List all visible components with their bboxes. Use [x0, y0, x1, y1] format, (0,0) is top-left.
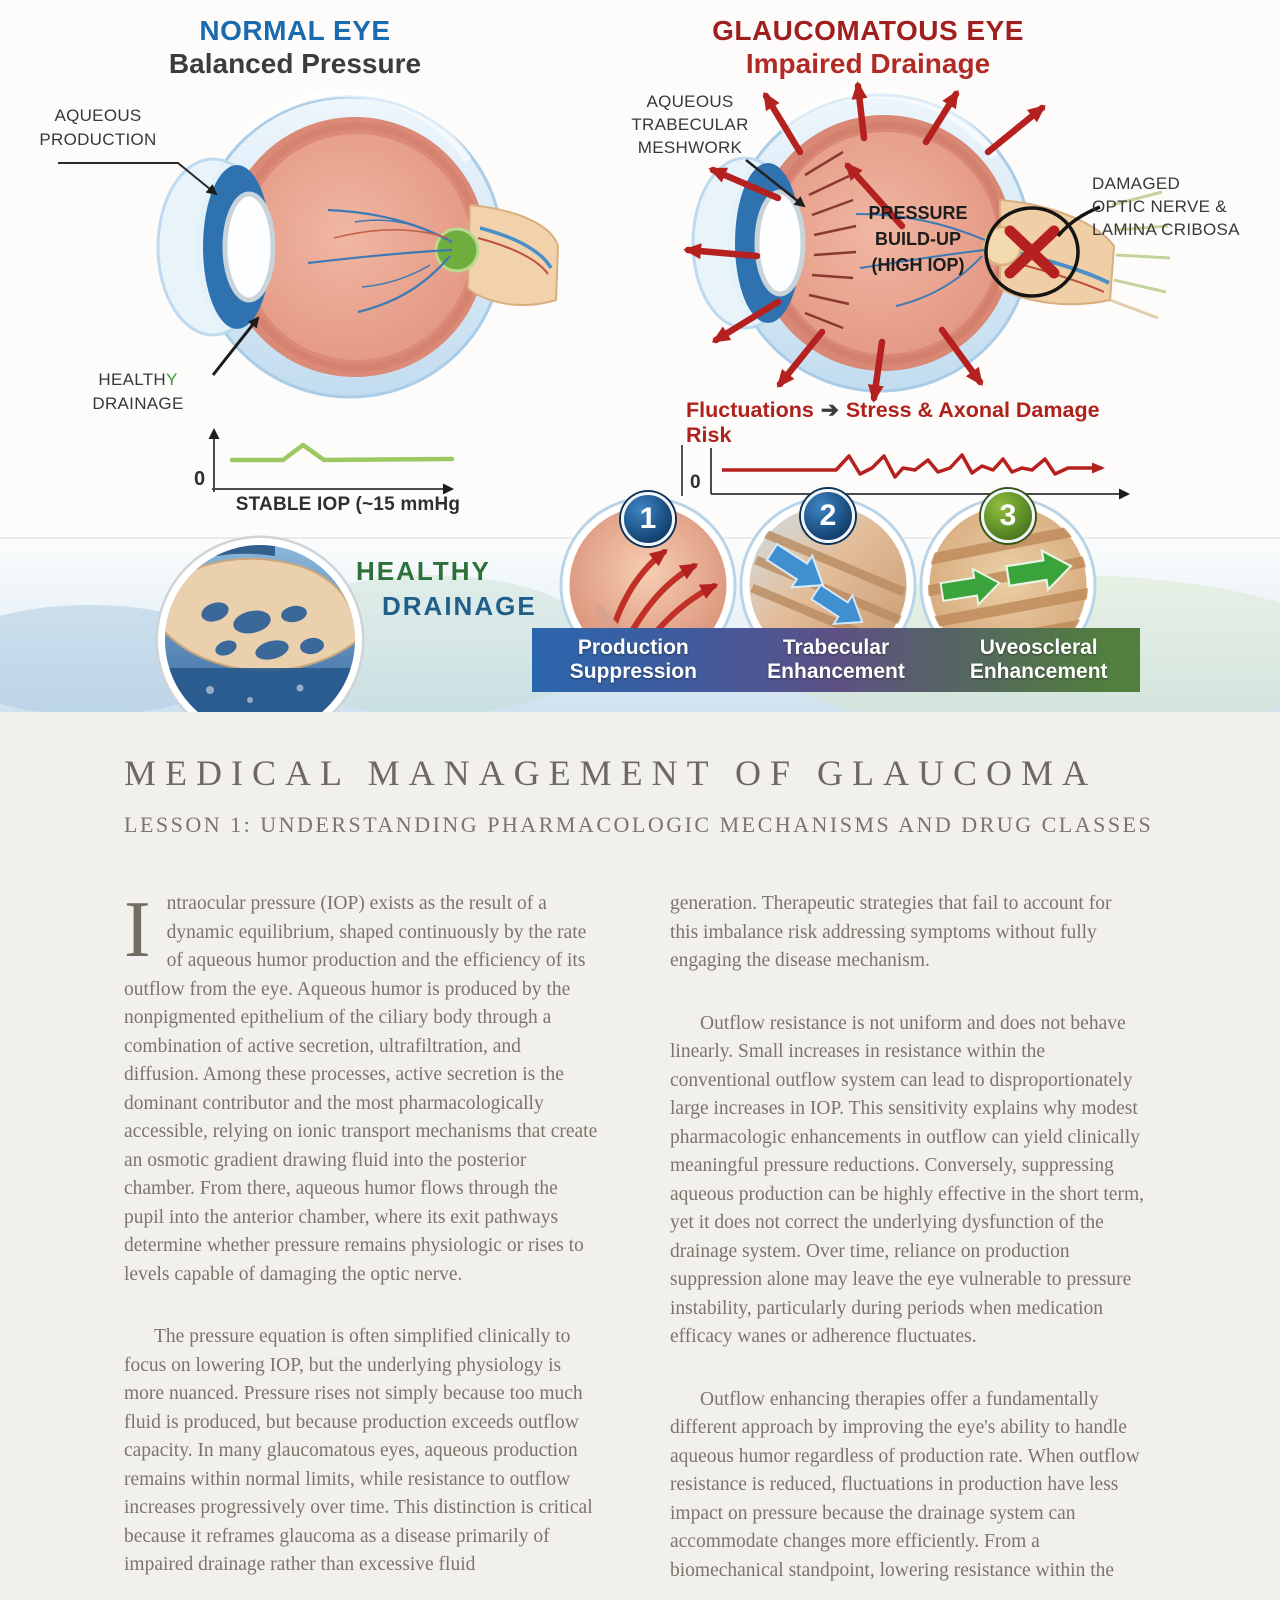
paragraph-3: generation. Therapeutic strategies that … — [670, 893, 1112, 971]
nerve-fringe — [1109, 190, 1171, 320]
normal-eye-illustration — [58, 89, 560, 399]
label-healthy-drainage: HEALTHY DRAINAGE — [78, 368, 198, 416]
fluctuations-word: Fluctuations — [686, 398, 814, 422]
mechanism-2-caption: Trabecular Enhancement — [767, 636, 905, 683]
meshwork-line1: AQUEOUS — [646, 92, 734, 111]
healthy-drainage-caption: HEALTHY DRAINAGE — [356, 556, 536, 622]
aqueous-line2: PRODUCTION — [39, 130, 157, 149]
normal-eye-title: NORMAL EYE Balanced Pressure — [150, 14, 440, 80]
mechanism-3-badge: 3 — [981, 489, 1035, 543]
mechanism-caption-band: Production Suppression Trabecular Enhanc… — [532, 628, 1140, 692]
damaged-line3: LAMINA CRIBOSA — [1092, 220, 1240, 239]
lens — [222, 191, 276, 303]
damaged-line2: OPTIC NERVE & — [1092, 197, 1227, 216]
meshwork-inset — [155, 535, 365, 712]
stable-chart-zero: 0 — [194, 468, 206, 490]
fluct-chart-zero: 0 — [690, 472, 701, 493]
glaucomatous-eye-title-line1: GLAUCOMATOUS EYE — [712, 15, 1024, 46]
glaucomatous-eye-title-line2: Impaired Drainage — [745, 48, 991, 79]
normal-eye-title-line1: NORMAL EYE — [199, 15, 391, 46]
fluctuations-arrow-icon: ➔ — [820, 398, 839, 422]
stable-iop-chart — [208, 428, 455, 495]
aqueous-line1: AQUEOUS — [54, 106, 142, 125]
label-aqueous-production: AQUEOUS PRODUCTION — [30, 104, 166, 152]
healthy-caption-line2: DRAINAGE — [382, 591, 537, 621]
healthy-line2: DRAINAGE — [92, 394, 184, 413]
paragraph-2: The pressure equation is often simplifie… — [124, 1326, 593, 1575]
dropcap: I — [124, 886, 151, 974]
mechanism-2-badge: 2 — [801, 489, 855, 543]
paragraph-4: Outflow resistance is not uniform and do… — [670, 1012, 1144, 1348]
article-section: MEDICAL MANAGEMENT OF GLAUCOMA LESSON 1:… — [0, 712, 1280, 1600]
lesson-subtitle: LESSON 1: UNDERSTANDING PHARMACOLOGIC ME… — [124, 812, 1154, 837]
glaucomatous-eye-title: GLAUCOMATOUS EYE Impaired Drainage — [700, 14, 1036, 80]
article-right-column: generation. Therapeutic strategies that … — [670, 890, 1144, 1600]
pressure-line1: PRESSURE — [868, 203, 968, 223]
optic-nerve — [466, 203, 560, 306]
retinal-vessels — [855, 213, 986, 307]
glaucoma-infographic: NORMAL EYE Balanced Pressure GLAUCOMATOU… — [0, 0, 1280, 712]
infographic-artwork — [0, 81, 1280, 712]
damage-x-mark — [984, 205, 1101, 298]
lens — [754, 189, 806, 297]
label-pressure-build-up: PRESSURE BUILD-UP (HIGH IOP) — [848, 200, 988, 278]
mechanism-1-badge: 1 — [621, 492, 675, 546]
page-title: MEDICAL MANAGEMENT OF GLAUCOMA — [124, 753, 1098, 793]
trabecular-meshwork — [804, 150, 857, 330]
normal-eye-title-line2: Balanced Pressure — [168, 48, 422, 79]
meshwork-line3: MESHWORK — [637, 138, 743, 157]
mechanism-3-caption: Uveoscleral Enhancement — [969, 636, 1108, 683]
damaged-optic-nerve — [999, 198, 1116, 306]
pressure-arrows — [683, 81, 1046, 403]
glaucomatous-eye-illustration — [683, 81, 1171, 403]
mechanism-1-caption: Production Suppression — [569, 636, 697, 683]
healthy-prefix: HEALTH — [98, 370, 166, 389]
fluctuations-risk: Stress & Axonal Damage Risk — [686, 398, 1100, 447]
label-damaged-optic-nerve: DAMAGED OPTIC NERVE & LAMINA CRIBOSA — [1092, 172, 1262, 241]
pressure-line2: BUILD-UP — [875, 229, 961, 249]
meshwork-line2: TRABECULAR — [631, 115, 749, 134]
stable-iop-caption: STABLE IOP (~15 mmHg — [235, 494, 461, 515]
pressure-line3: (HIGH IOP) — [871, 255, 965, 275]
healthy-green-y: Y — [165, 370, 178, 389]
healthy-caption-line1: HEALTHY — [356, 556, 491, 586]
fluctuations-caption: Fluctuations➔Stress & Axonal Damage Risk — [686, 398, 1126, 448]
paragraph-5: Outflow enhancing therapies offer a fund… — [670, 1388, 1140, 1581]
label-aqueous-trabecular-meshwork: AQUEOUS TRABECULAR MESHWORK — [628, 90, 752, 159]
fluctuating-iop-chart — [681, 445, 1130, 500]
damaged-line1: DAMAGED — [1092, 174, 1181, 193]
